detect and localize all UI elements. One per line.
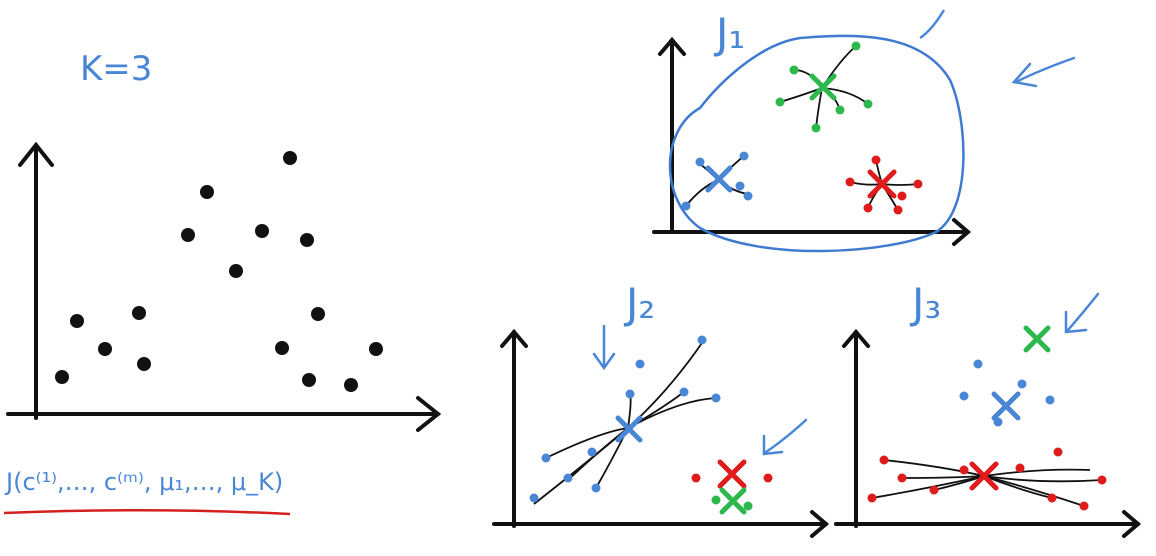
data-point: [200, 185, 214, 199]
data-point: [255, 224, 269, 238]
j3-label: J₃: [909, 279, 941, 328]
cross-icon: [867, 169, 897, 199]
j2-red-points: [691, 473, 773, 483]
data-point: [344, 378, 358, 392]
j3-assignment-lines: [871, 459, 1103, 507]
data-point: [229, 264, 243, 278]
arrow-icon: [592, 324, 616, 371]
j3-x-arrow-icon: [1122, 510, 1142, 538]
data-point: [300, 233, 314, 247]
cost-formula-text: J(c⁽¹⁾,…, c⁽ᵐ⁾, μ₁,…, μ_K): [4, 468, 283, 496]
cross-icon: [809, 73, 837, 101]
arrow-icon: [762, 418, 808, 456]
cross-icon: [615, 415, 643, 443]
cross-icon: [705, 165, 733, 193]
cross-icon: [991, 391, 1021, 421]
j1-y-arrow-icon: [658, 36, 686, 56]
data-point: [55, 370, 69, 384]
cross-icon: [717, 459, 747, 489]
data-point: [275, 341, 289, 355]
data-point: [283, 151, 297, 165]
arrow-icon: [1011, 56, 1076, 88]
j1-panel: J₁: [652, 9, 1076, 253]
j1-green-cluster: [775, 41, 873, 133]
data-point: [137, 357, 151, 371]
cross-icon: [969, 461, 999, 491]
data-point: [311, 307, 325, 321]
check-icon: [919, 9, 946, 40]
j1-circle-highlight: [668, 34, 965, 253]
data-point: [70, 314, 84, 328]
j3-y-arrow-icon: [842, 328, 870, 348]
data-point: [369, 342, 383, 356]
cross-icon: [719, 487, 747, 515]
j1-label: J₁: [713, 9, 745, 58]
cost-function: J(c⁽¹⁾,…, c⁽ᵐ⁾, μ₁,…, μ_K): [3, 468, 291, 516]
left-data-points: [55, 151, 383, 392]
data-point: [98, 342, 112, 356]
k-label: K=3: [80, 49, 152, 89]
formula-underline: [3, 508, 291, 516]
j1-x-arrow-icon: [952, 218, 972, 246]
j3-red-points: [867, 447, 1107, 511]
data-point: [302, 373, 316, 387]
left-axes: [6, 141, 442, 432]
j3-blue-points: [959, 359, 1055, 427]
data-point: [132, 306, 146, 320]
cross-icon: [1023, 325, 1051, 353]
j2-label: J₂: [623, 279, 655, 328]
left-y-arrow-icon: [18, 141, 54, 167]
data-point: [181, 228, 195, 242]
left-x-arrow-icon: [416, 396, 442, 432]
j2-panel: J₂: [492, 279, 830, 538]
arrow-icon: [1064, 292, 1100, 334]
j1-red-cluster: [845, 155, 923, 215]
j2-blue-points: [529, 335, 721, 503]
j2-y-arrow-icon: [500, 328, 528, 348]
j1-blue-cluster: [681, 151, 753, 211]
j3-panel: J₃: [834, 279, 1142, 538]
j2-x-arrow-icon: [810, 510, 830, 538]
k-label-text: K=3: [80, 49, 152, 89]
